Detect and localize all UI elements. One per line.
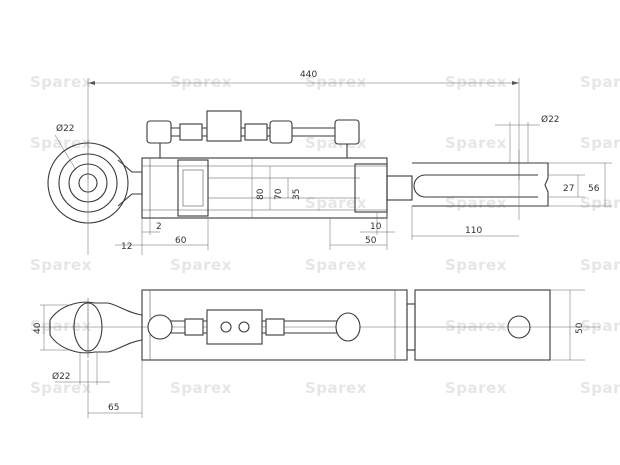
fitting-nut: [244, 123, 268, 141]
valve-block: [206, 110, 242, 142]
rod-collar: [386, 175, 413, 201]
watermark: Sparex: [170, 73, 232, 91]
valve-block-side: [206, 309, 263, 345]
dim-label-eye-diameter: Ø22: [56, 123, 75, 134]
piston: [177, 159, 209, 217]
dim-label-60: 60: [175, 236, 187, 246]
watermark: Sparex: [170, 379, 232, 397]
piston-seal: [182, 169, 204, 207]
watermark: Sparex: [580, 134, 620, 152]
watermark: Sparex: [580, 317, 620, 335]
dim-label-eye-offset: 65: [108, 403, 119, 413]
watermark: Sparex: [30, 317, 92, 335]
valve-port: [220, 321, 232, 333]
dim-label-35: 35: [292, 189, 302, 200]
watermark: Sparex: [580, 256, 620, 274]
dim-label-eye-width: 40: [33, 322, 43, 334]
fork-side: [414, 289, 551, 361]
watermark: Sparex: [305, 194, 367, 212]
watermark: Sparex: [580, 194, 620, 212]
watermark: Sparex: [30, 379, 92, 397]
side-view: 40 Ø22 65 50: [33, 289, 600, 418]
fork-pin-hole: [507, 315, 531, 339]
dim-label-fork-height: 56: [588, 184, 600, 194]
leader-line: [54, 134, 77, 171]
fitting-nut-side: [184, 318, 204, 336]
fork-slot-end: [413, 174, 426, 198]
watermark: Sparex: [445, 134, 507, 152]
fitting-nut: [179, 123, 203, 141]
dim-label-fork-pin: Ø22: [541, 114, 560, 125]
dim-label-2: 2: [156, 222, 162, 232]
dim-label-fork-width: 50: [575, 322, 585, 334]
watermark: Sparex: [170, 256, 232, 274]
fitting-right: [334, 119, 360, 145]
arrow: [512, 81, 519, 85]
watermark: Sparex: [30, 134, 92, 152]
watermark: Sparex: [580, 73, 620, 91]
dim-label-80: 80: [256, 188, 266, 200]
fitting-nut-side: [265, 318, 285, 336]
arrow: [88, 81, 95, 85]
watermark: Sparex: [30, 73, 92, 91]
dim-label-fork-gap: 27: [563, 184, 574, 194]
port-left: [147, 314, 173, 340]
dim-label-50: 50: [365, 236, 377, 246]
eye-neck: [117, 159, 143, 207]
port-right: [335, 312, 361, 342]
dim-label-70: 70: [274, 188, 284, 200]
watermark: Sparex: [445, 73, 507, 91]
dim-label-overall: 440: [300, 70, 317, 80]
watermark: Sparex: [305, 73, 367, 91]
fitting-mid: [269, 120, 293, 144]
dim-label-side-diameter: Ø22: [52, 371, 71, 382]
watermark: Sparex: [305, 256, 367, 274]
watermark: Sparex: [445, 194, 507, 212]
dim-label-10: 10: [370, 222, 382, 232]
watermark: Sparex: [30, 256, 92, 274]
watermark: Sparex: [445, 317, 507, 335]
watermark: Sparex: [580, 379, 620, 397]
dim-label-12: 12: [121, 242, 132, 252]
watermark: Sparex: [305, 379, 367, 397]
watermark: Sparex: [445, 256, 507, 274]
valve-port: [238, 321, 250, 333]
watermark-group: Sparex Sparex Sparex Sparex Sparex Spare…: [30, 73, 620, 397]
fitting-left: [146, 120, 172, 144]
dim-label-fork-length: 110: [465, 226, 482, 236]
top-view: 440 Ø22: [47, 70, 612, 255]
watermark: Sparex: [445, 379, 507, 397]
